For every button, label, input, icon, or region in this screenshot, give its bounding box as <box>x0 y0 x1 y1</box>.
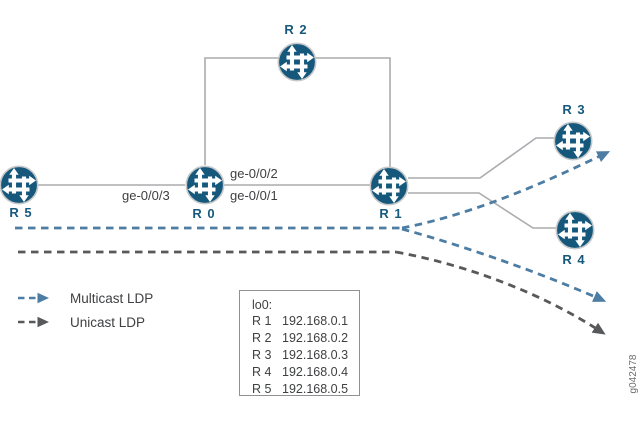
loopback-router-name: R 2 <box>252 331 272 345</box>
router-r0-icon <box>186 166 223 203</box>
loopback-router-name: R 3 <box>252 348 272 362</box>
link-r1-r3 <box>408 137 554 179</box>
router-r1-icon <box>370 167 407 204</box>
router-r3-icon <box>554 122 591 159</box>
legend-multicast-label: Multicast LDP <box>70 291 154 306</box>
router-r3-label: R 3 <box>562 102 586 117</box>
link-r1-r4 <box>408 192 556 229</box>
router-r4-icon <box>556 211 593 248</box>
router-r5-icon <box>0 166 37 203</box>
router-r0-label: R 0 <box>192 206 216 221</box>
loopback-ip: 192.168.0.5 <box>282 382 349 396</box>
router-r2-label: R 2 <box>284 22 308 37</box>
router-r4-label: R 4 <box>562 252 586 267</box>
loopback-ip: 192.168.0.4 <box>282 365 349 379</box>
loopback-ip: 192.168.0.3 <box>282 348 349 362</box>
loopback-row: R 4 192.168.0.4 <box>252 364 359 381</box>
multicast-ldp-flow-lower-arrow <box>401 227 607 302</box>
figure-id-watermark: g042478 <box>628 354 639 394</box>
interface-label-ge-0-0-2: ge-0/0/2 <box>230 166 278 181</box>
loopback-address-box: lo0: R 1 192.168.0.1 R 2 192.168.0.2 R 3… <box>239 290 360 396</box>
loopback-row: R 3 192.168.0.3 <box>252 347 359 364</box>
legend-unicast-label: Unicast LDP <box>70 315 146 330</box>
loopback-ip: 192.168.0.1 <box>282 314 349 328</box>
interface-label-ge-0-0-1: ge-0/0/1 <box>230 188 278 203</box>
loopback-router-name: R 5 <box>252 382 272 396</box>
loopback-row: R 2 192.168.0.2 <box>252 330 359 347</box>
router-r1-label: R 1 <box>379 206 403 221</box>
loopback-row: R 5 192.168.0.5 <box>252 381 359 398</box>
loopback-ip: 192.168.0.2 <box>282 331 349 345</box>
loopback-box-title: lo0: <box>252 298 273 312</box>
loopback-router-name: R 4 <box>252 365 272 379</box>
interface-label-ge-0-0-3: ge-0/0/3 <box>122 188 170 203</box>
router-r5-label: R 5 <box>9 205 33 220</box>
loopback-row: R 1 192.168.0.1 <box>252 313 359 330</box>
multicast-ldp-flow-upper-arrow <box>401 151 611 230</box>
unicast-ldp-flow-arrow <box>395 250 606 335</box>
loopback-router-name: R 1 <box>252 314 272 328</box>
router-r2-icon <box>278 43 315 80</box>
